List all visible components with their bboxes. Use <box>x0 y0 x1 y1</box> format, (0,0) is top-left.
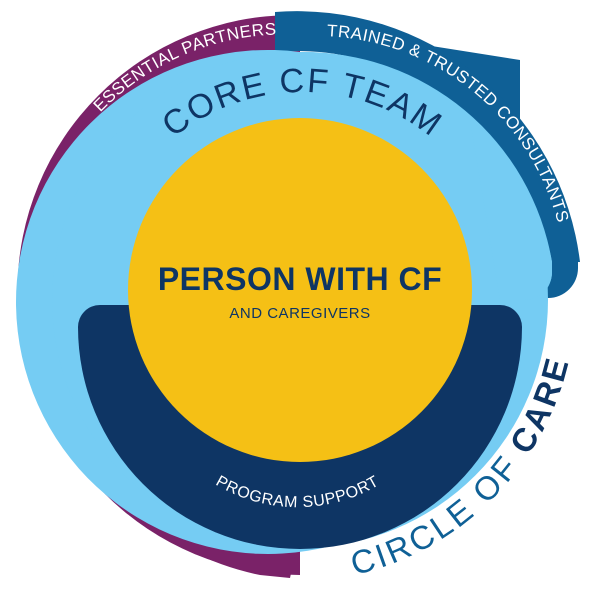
trained-consultants-ring-arc <box>275 11 580 263</box>
trained-consultants-ring <box>280 20 578 298</box>
center-subtitle: AND CAREGIVERS <box>229 305 370 322</box>
core-team-disc-tab <box>470 120 552 300</box>
center-title: PERSON WITH CF <box>158 261 442 297</box>
person-center-circle <box>128 118 472 462</box>
